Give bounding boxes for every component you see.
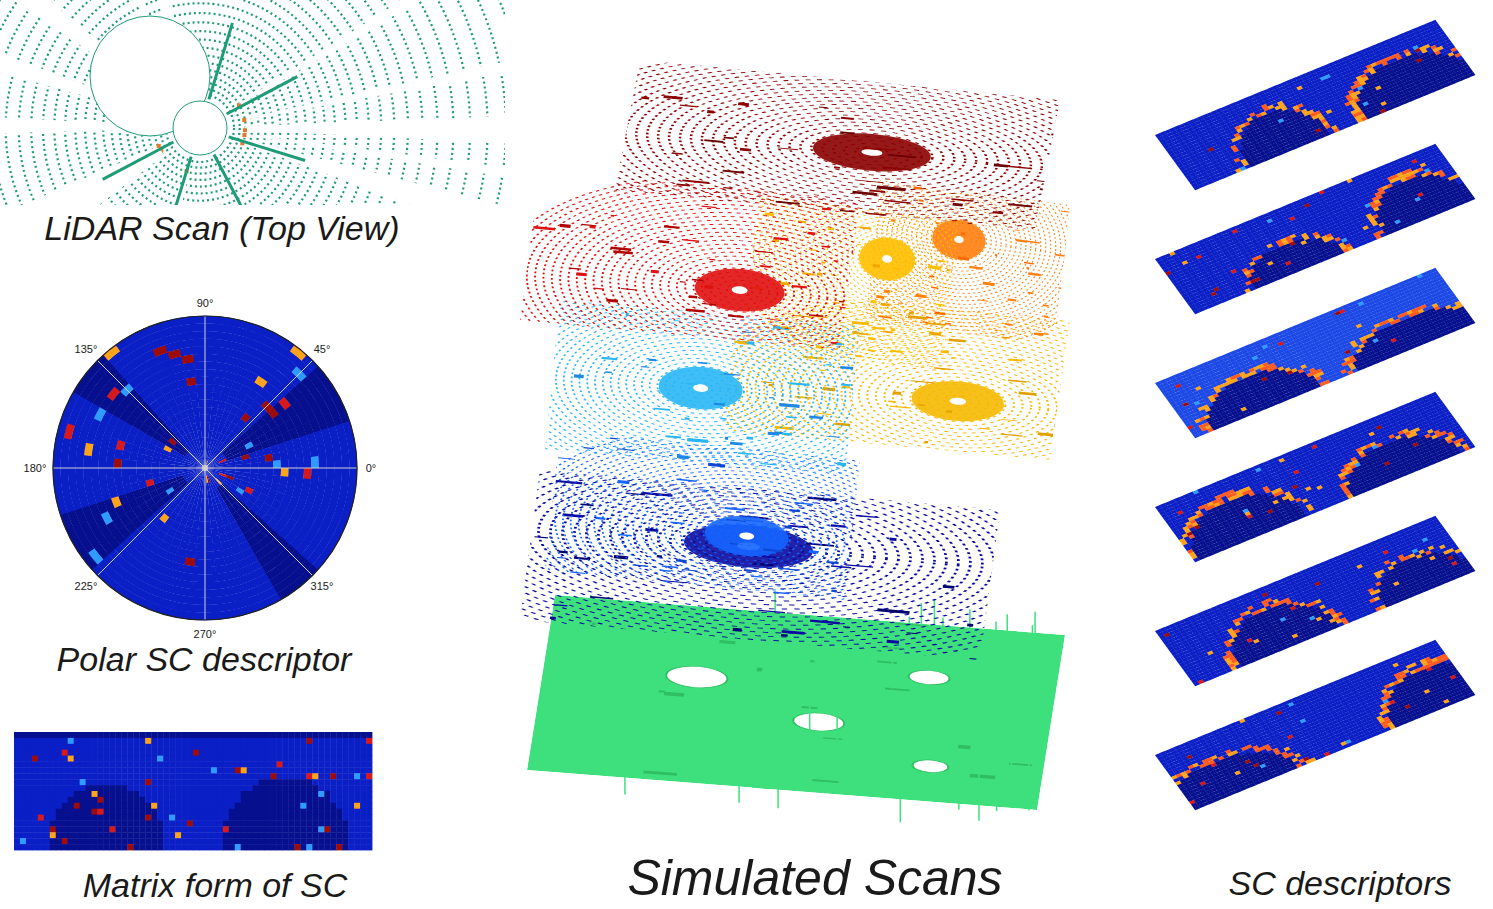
figure: LiDAR Scan (Top View)90°135°45°180°0°225… [0, 0, 1493, 909]
